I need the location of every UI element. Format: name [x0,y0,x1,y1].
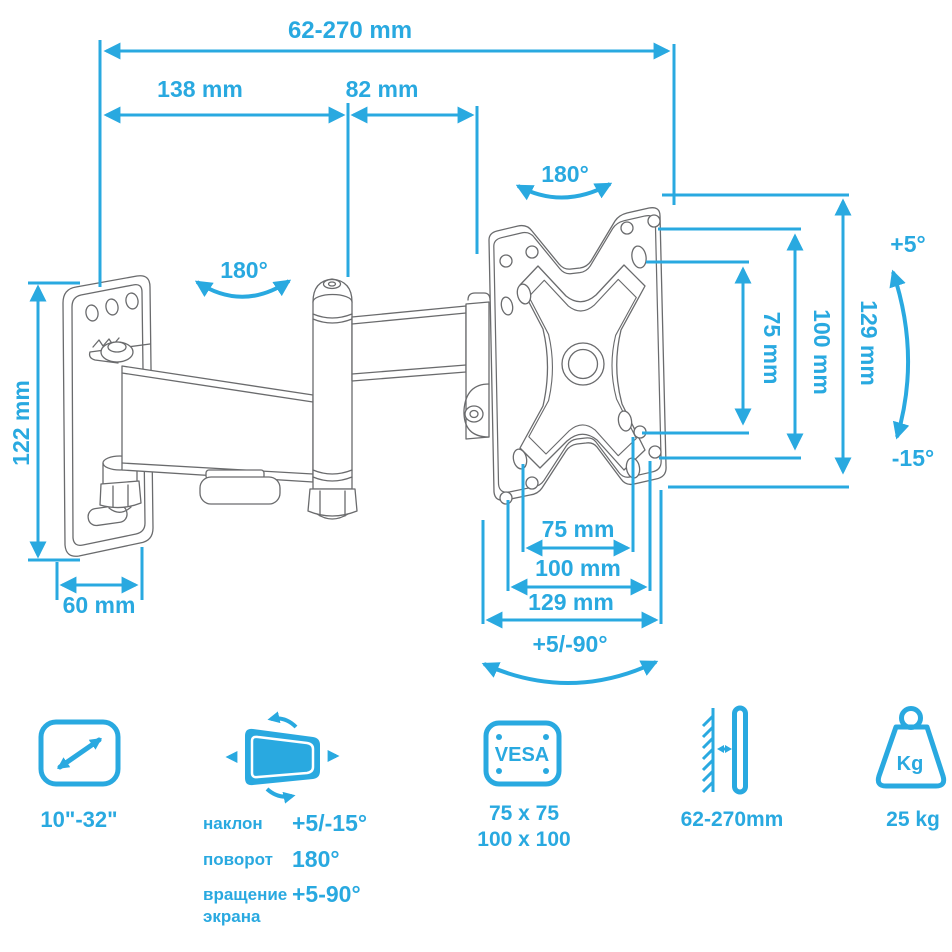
dim-wall-plate-height-label: 122 mm [8,380,34,466]
vesa-pattern2: 100 x 100 [477,828,570,851]
swivel-plate-angle: 180° [515,161,613,201]
swivel-label: поворот [203,850,273,869]
wall-plate [62,275,154,557]
dim-vesa-vertical: 75 mm 100 mm 129 mm [642,193,882,489]
dim-vesa-h75-label: 75 mm [542,516,615,542]
hinge-nut [99,480,142,509]
weight-badge: Kg [897,753,924,775]
wall-plate-hole [85,304,99,322]
mount-line-art [62,207,667,557]
elbow-nut [307,488,358,517]
screen-rotation-label: +5/-90° [532,631,607,657]
wall-distance-label: 62-270mm [681,808,784,831]
spec-movement: наклон +5/-15° поворот 180° вращение экр… [203,711,367,926]
tilt-swivel-icon [225,711,340,804]
tilt-up-label: +5° [890,231,925,257]
weight-label: 25 kg [886,808,940,831]
rotation-label-line1: вращение [203,885,287,904]
diagonal-arrow-icon [57,737,102,770]
dim-vesa-v129-label: 129 mm [856,300,882,386]
cable-clip [199,476,281,505]
wall-plate-hole [125,292,139,310]
vesa-plate [488,207,667,505]
dim-vesa-h100-label: 100 mm [535,555,621,581]
dim-total-width: 62-270 mm [98,17,676,287]
screen-rotation-angle: +5/-90° [481,631,659,685]
screen-size-label: 10"-32" [40,807,117,832]
tilt-bracket [463,292,491,440]
dim-total-width-label: 62-270 mm [288,17,412,44]
spec-vesa: VESA 75 x 75 100 x 100 [477,720,571,851]
vesa-badge: VESA [495,744,549,766]
spec-wall-distance: 62-270mm [681,705,784,831]
dim-wall-plate-width: 60 mm [55,547,144,618]
tilt-angle: +5° -15° [889,231,934,471]
tilt-down-label: -15° [892,445,934,471]
weight-icon: Kg [875,706,947,789]
swivel-arm-angle: 180° [194,257,292,299]
arm-upper [351,305,467,382]
dim-arm1: 138 mm [103,76,350,277]
vesa-icon: VESA [483,720,562,787]
dim-arm1-label: 138 mm [157,76,243,102]
wall-distance-icon [701,705,748,795]
tilt-label: наклон [203,814,263,833]
wall-plate-hole [105,298,119,316]
spec-weight: Kg 25 kg [875,706,947,831]
dim-wall-plate-width-label: 60 mm [63,592,136,618]
screen-size-icon [38,719,121,787]
dim-vesa-horizontal: 75 mm 100 mm 129 mm [481,437,663,629]
dim-vesa-v100-label: 100 mm [809,309,835,395]
dim-vesa-h129-label: 129 mm [528,589,614,615]
swivel-value: 180° [292,846,340,872]
dim-wall-plate-height: 122 mm [8,281,80,562]
rotation-label-line2: экрана [203,907,261,926]
swivel-plate-label: 180° [541,161,589,187]
dim-arm2: 82 mm [346,76,479,254]
tilt-value: +5/-15° [292,810,367,836]
dim-vesa-v75-label: 75 mm [759,312,785,385]
arm-lower [121,365,314,505]
spec-screen-size: 10"-32" [38,719,121,832]
vesa-pattern1: 75 x 75 [489,802,559,825]
swivel-arm-label: 180° [220,257,268,283]
rotation-value: +5-90° [292,881,361,907]
elbow-joint [307,278,358,520]
tilt-hook [463,383,490,438]
dim-arm2-label: 82 mm [346,76,419,102]
tilt-bolt [464,405,484,423]
